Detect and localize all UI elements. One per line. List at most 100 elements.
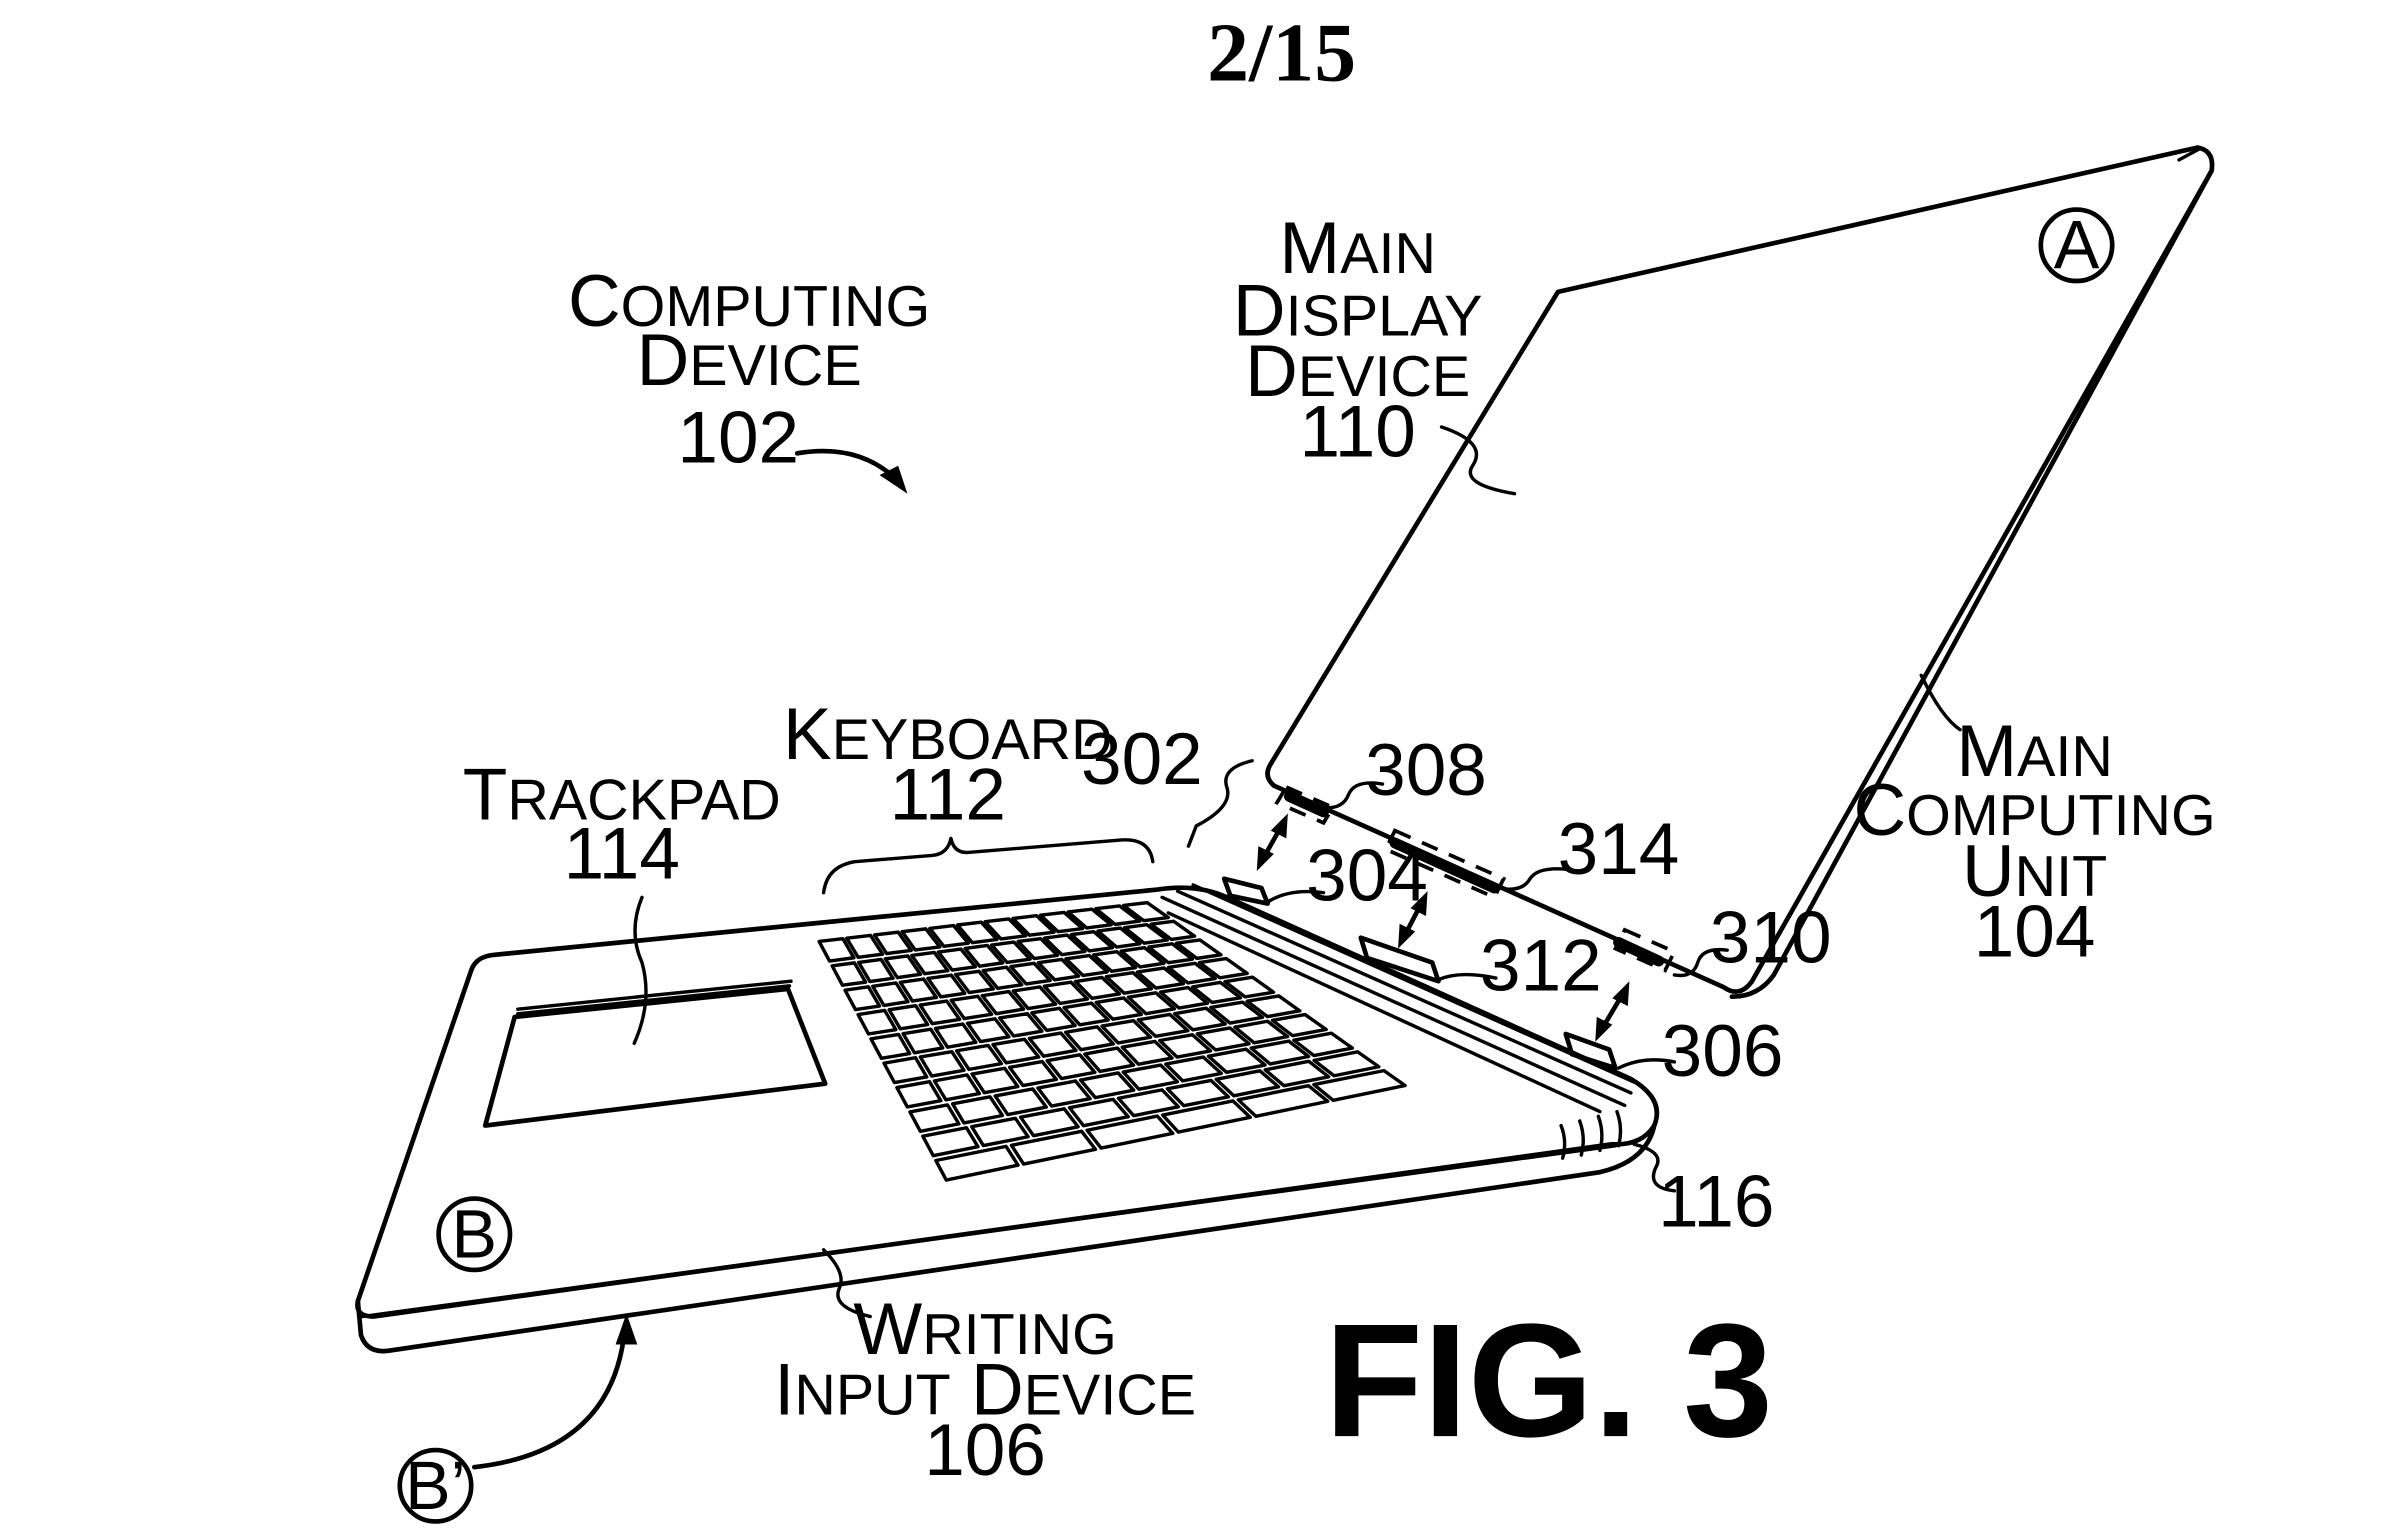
figure-label: FIG. 3 <box>1324 1291 1773 1471</box>
keyboard-key <box>1043 933 1087 957</box>
keyboard-key <box>997 1011 1044 1038</box>
keyboard-key <box>1009 961 1052 986</box>
keyboard-key <box>1158 1033 1213 1059</box>
keyboard-key <box>989 940 1032 965</box>
keyboard-key <box>1233 1019 1290 1045</box>
keyboard-base <box>355 876 1660 1354</box>
svg-text:302: 302 <box>1081 719 1203 800</box>
keyboard-key <box>1036 1079 1092 1108</box>
svg-text:106: 106 <box>924 1410 1046 1491</box>
svg-text:B’: B’ <box>405 1448 466 1524</box>
keyboard-key <box>1158 985 1210 1010</box>
svg-text:102: 102 <box>677 398 799 479</box>
svg-text:WRITING: WRITING <box>853 1289 1117 1370</box>
keyboard-key <box>1078 1071 1136 1100</box>
keyboard-key <box>1165 1078 1231 1108</box>
keyboard-key <box>1036 957 1081 982</box>
svg-text:112: 112 <box>890 755 1006 836</box>
keyboard-key <box>933 1022 978 1049</box>
svg-text:A: A <box>2054 208 2100 284</box>
keyboard-key <box>1263 1059 1331 1088</box>
keyboard-key <box>1027 1031 1078 1058</box>
keyboard-key <box>1149 919 1197 942</box>
keyboard-key <box>845 933 885 959</box>
keyboard-key <box>953 969 996 995</box>
svg-text:DEVICE: DEVICE <box>637 320 862 401</box>
keyboard-key <box>954 1043 1004 1072</box>
ref-312: 312 <box>1436 926 1602 1007</box>
svg-text:INPUT DEVICE: INPUT DEVICE <box>774 1349 1196 1430</box>
keyboard-key <box>1104 970 1154 995</box>
keyboard-key <box>1135 966 1186 990</box>
svg-text:COMPUTING: COMPUTING <box>568 261 930 342</box>
keyboard-key <box>934 1144 1020 1182</box>
keyboard-key <box>1066 907 1113 930</box>
label-main-computing-unit: MAIN COMPUTING UNIT 104 <box>1853 673 2216 972</box>
keyboard-key <box>1119 945 1166 969</box>
keyboard-key <box>1042 980 1090 1006</box>
svg-text:B: B <box>452 1197 498 1273</box>
keyboard-key <box>1245 994 1302 1019</box>
keyboard-key <box>1064 953 1109 978</box>
keyboard-key <box>1270 1012 1328 1038</box>
keyboard-key <box>1116 1088 1181 1118</box>
keyboard-key <box>1067 1097 1130 1128</box>
keyboard-key <box>1063 1025 1116 1052</box>
keyboard-key <box>1069 929 1115 953</box>
svg-text:310: 310 <box>1710 898 1832 979</box>
ref-304: 304 <box>1265 835 1428 949</box>
keyboard-key <box>1011 913 1056 937</box>
keyboard-key <box>857 957 895 984</box>
label-keyboard: KEYBOARD 112 <box>783 694 1155 895</box>
keyboard-key <box>1292 1031 1355 1058</box>
svg-text:COMPUTING: COMPUTING <box>1853 770 2215 851</box>
keyboard-key <box>843 985 882 1012</box>
keyboard-key <box>1096 926 1142 949</box>
svg-text:DISPLAY: DISPLAY <box>1233 270 1483 351</box>
keyboard-key <box>1094 996 1143 1021</box>
keyboard-key <box>1007 1059 1059 1088</box>
keyboard-key <box>895 1079 943 1109</box>
svg-text:114: 114 <box>564 814 680 895</box>
keyboard-key <box>1045 1053 1097 1081</box>
keyboard-key <box>926 973 967 999</box>
ref-308: 308 <box>1318 730 1487 811</box>
keyboard-key <box>963 943 1005 968</box>
keyboard-key <box>1016 936 1060 961</box>
keyboard-key <box>1312 1068 1407 1102</box>
keyboard-key <box>1195 1026 1251 1052</box>
keyboard-key <box>1126 991 1177 1016</box>
keyboard-key <box>910 950 950 976</box>
keyboard-key <box>817 936 856 963</box>
keyboard-key <box>901 1027 945 1055</box>
keyboard-key <box>1312 1050 1381 1078</box>
svg-text:306: 306 <box>1662 1011 1784 1092</box>
keyboard-key <box>1136 1012 1190 1039</box>
keyboard-key <box>882 1056 929 1085</box>
ref-306: 306 <box>1616 1011 1784 1092</box>
keyboard-key <box>1009 1129 1098 1166</box>
keyboard-key <box>949 994 994 1021</box>
keyboard-key <box>1062 1001 1110 1027</box>
keyboard-key <box>1197 956 1249 980</box>
keyboard-key <box>918 999 962 1026</box>
keyboard-key <box>1030 1006 1077 1033</box>
keyboard-key <box>981 965 1024 991</box>
svg-text:116: 116 <box>1658 1161 1774 1242</box>
keyboard-key <box>936 947 978 972</box>
display-lid <box>1265 145 2215 1000</box>
keyboard-key <box>908 1103 961 1134</box>
keyboard-key <box>928 923 971 948</box>
keyboard-key <box>1085 1114 1175 1150</box>
keyboard-key <box>932 1073 982 1102</box>
keyboard-key <box>898 977 939 1003</box>
label-trackpad: TRACKPAD 114 <box>463 755 781 1046</box>
keyboard-key <box>1223 975 1276 999</box>
svg-text:TRACKPAD: TRACKPAD <box>463 755 781 836</box>
svg-text:UNIT: UNIT <box>1962 831 2107 912</box>
keyboard-key <box>1190 980 1243 1005</box>
keyboard-key <box>1122 922 1169 945</box>
view-marker-a: A <box>2038 207 2115 284</box>
keyboard-key <box>1073 975 1122 1000</box>
